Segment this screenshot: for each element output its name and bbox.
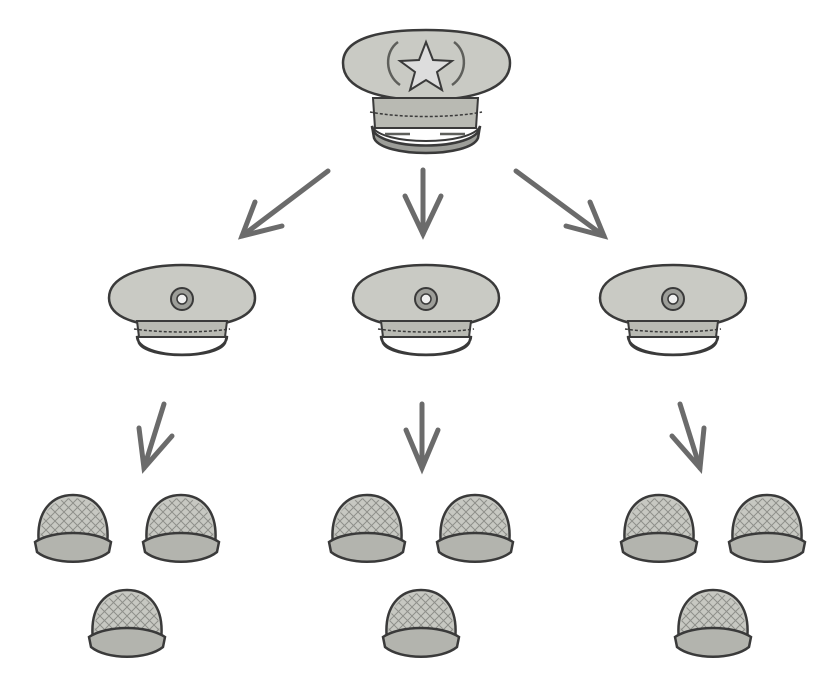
officer-cap-icon <box>107 263 257 357</box>
general-cap-icon <box>341 28 512 155</box>
soldier-helmet-icon <box>727 493 807 563</box>
arrow-officer-3-to-squad <box>669 401 707 474</box>
soldier-helmet-icon <box>673 588 753 658</box>
arrow-general-to-officer-3 <box>513 168 609 240</box>
soldier-helmet-icon <box>327 493 407 563</box>
soldier-helmet-icon <box>141 493 221 563</box>
arrow-general-to-officer-2 <box>402 167 444 240</box>
soldier-helmet-icon <box>87 588 167 658</box>
officer-cap-icon <box>598 263 748 357</box>
officer-cap-icon <box>351 263 501 357</box>
soldier-helmet-icon <box>435 493 515 563</box>
arrow-general-to-officer-1 <box>237 168 331 240</box>
soldier-helmet-icon <box>33 493 113 563</box>
arrow-officer-2-to-squad <box>403 401 441 475</box>
arrow-officer-1-to-squad <box>136 401 175 474</box>
soldier-helmet-icon <box>619 493 699 563</box>
soldier-helmet-icon <box>381 588 461 658</box>
